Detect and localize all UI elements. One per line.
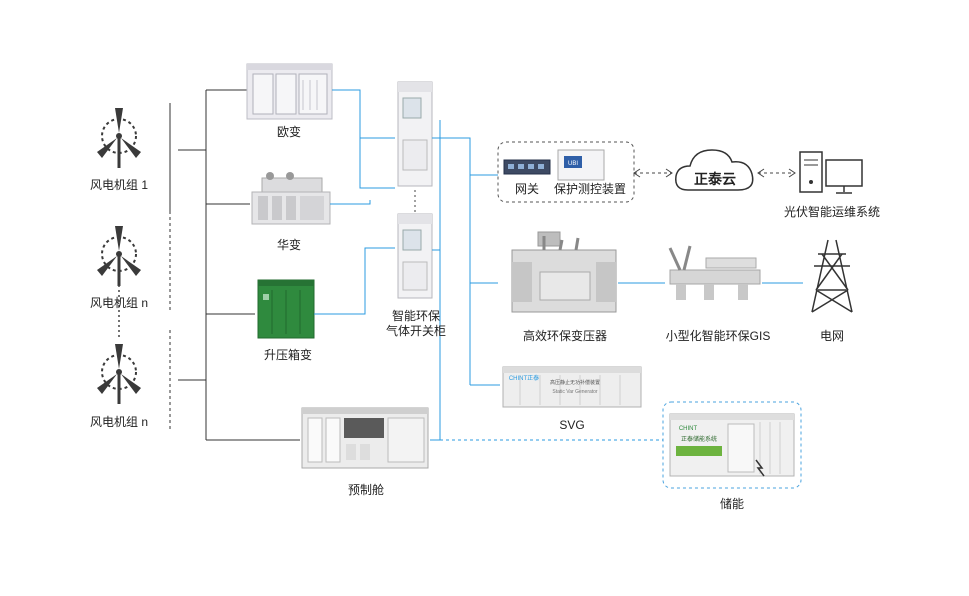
step-up-box-transformer-image bbox=[257, 279, 315, 339]
grid-label: 电网 bbox=[819, 329, 844, 343]
device-screen-text: UBI bbox=[568, 161, 578, 167]
gateway-device-image bbox=[503, 159, 551, 175]
european-substation-image bbox=[246, 63, 333, 120]
gas-insulated-switchgear-image bbox=[397, 81, 433, 299]
wind-turbine-icon bbox=[97, 226, 141, 286]
switchgear-label-line2: 气体开关柜 bbox=[385, 324, 446, 338]
wind-turbine-icon bbox=[97, 344, 141, 404]
turbine-label-2: 风电机组 n bbox=[89, 296, 148, 310]
storage-group-frame bbox=[662, 401, 802, 489]
wind-turbine-icon bbox=[97, 108, 141, 168]
chinese-substation-image bbox=[251, 172, 331, 225]
storage-label: 储能 bbox=[719, 497, 744, 511]
svg-brand-text: CHINT正泰 bbox=[509, 374, 539, 382]
protection-group-frame bbox=[497, 141, 635, 203]
protection-control-device-image bbox=[557, 149, 605, 181]
cloud-icon bbox=[675, 149, 754, 191]
computer-icon bbox=[799, 151, 863, 194]
storage-panel-text: 正泰储能系统 bbox=[681, 435, 717, 443]
power-transformer-image bbox=[511, 231, 617, 313]
chinese-substation-label: 华变 bbox=[276, 238, 301, 252]
energy-storage-container-image bbox=[669, 413, 795, 477]
prefab-cabin-image bbox=[301, 407, 429, 469]
european-substation-label: 欧变 bbox=[276, 125, 301, 139]
svg-name-text: 高压静止无功补偿装置 bbox=[550, 379, 600, 386]
svg-name-en: Static Var Generator bbox=[552, 389, 598, 395]
power-transformer-label: 高效环保变压器 bbox=[522, 329, 607, 343]
gateway-label: 网关 bbox=[514, 182, 539, 196]
storage-brand-text: CHINT bbox=[679, 426, 698, 432]
svg-label: SVG bbox=[559, 418, 585, 432]
transmission-tower-icon bbox=[811, 239, 853, 313]
svg-container-image bbox=[502, 366, 642, 408]
turbine-label-3: 风电机组 n bbox=[89, 415, 148, 429]
protection-device-label: 保护测控装置 bbox=[553, 182, 626, 196]
step-up-transformer-label: 升压箱变 bbox=[263, 348, 312, 362]
prefab-cabin-label: 预制舱 bbox=[347, 483, 384, 497]
cloud-label: 正泰云 bbox=[694, 171, 736, 187]
gis-equipment-image bbox=[668, 245, 761, 300]
turbine-label-1: 风电机组 1 bbox=[89, 178, 148, 192]
switchgear-label-line1: 智能环保 bbox=[391, 309, 440, 323]
monitoring-system-label: 光伏智能运维系统 bbox=[783, 205, 880, 219]
gis-label: 小型化智能环保GIS bbox=[665, 329, 771, 343]
